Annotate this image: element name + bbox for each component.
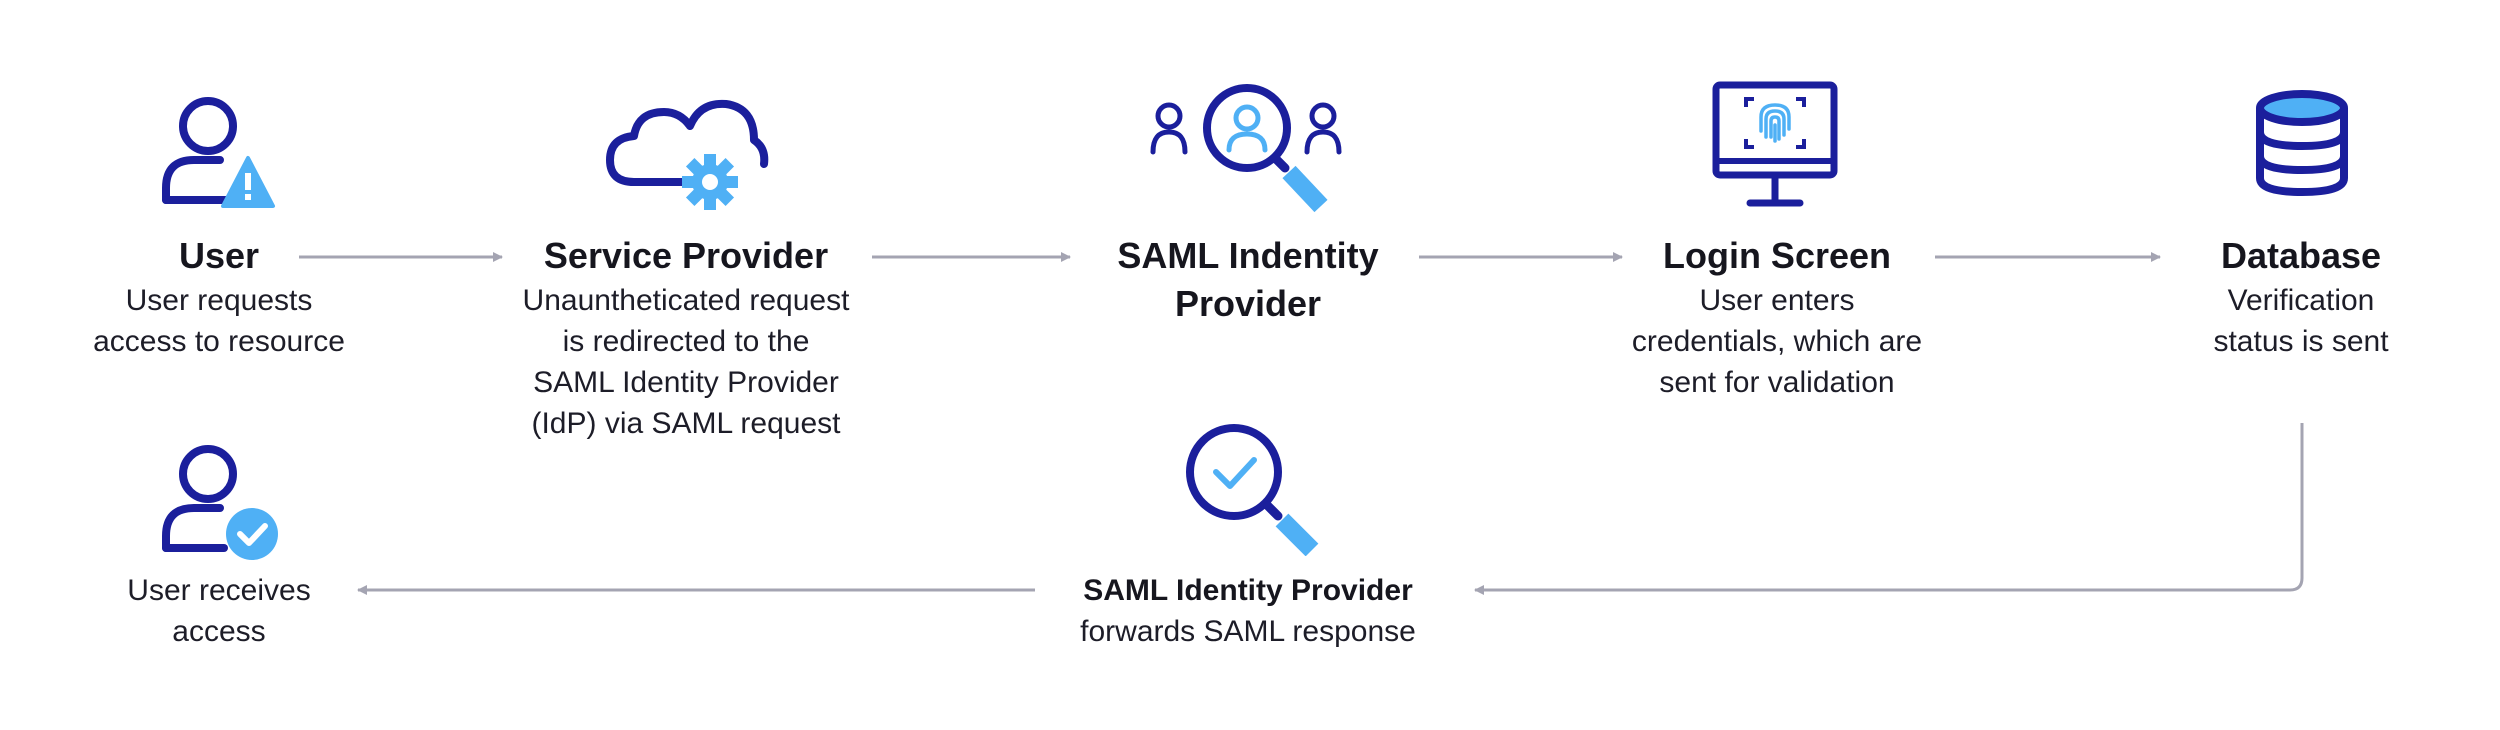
step-user-desc-line: User requests bbox=[125, 284, 313, 317]
step-database-desc-line: Verification bbox=[2227, 284, 2375, 317]
user-warning-icon bbox=[162, 97, 275, 208]
step-login-screen-desc-line: credentials, which are bbox=[1631, 325, 1923, 358]
arrow-database-to-idp-response bbox=[1474, 423, 2304, 595]
step-user-access: User receives access bbox=[127, 570, 310, 652]
step-service-provider: Service Provider Unauntheticated request… bbox=[523, 232, 850, 444]
users-magnifier-icon bbox=[1150, 84, 1342, 213]
step-user-desc-line: access to resource bbox=[93, 325, 345, 358]
step-user: User User requests access to resource bbox=[93, 232, 345, 362]
step-saml-idp-title-line: Provider bbox=[1174, 283, 1322, 324]
step-service-provider-desc-line: SAML Identity Provider bbox=[533, 366, 839, 399]
database-icon bbox=[2256, 90, 2348, 197]
cloud-gear-icon bbox=[606, 99, 769, 210]
step-login-screen: Login Screen User enters credentials, wh… bbox=[1632, 232, 1922, 403]
magnifier-check-icon bbox=[1186, 424, 1319, 556]
step-login-screen-desc-line: User enters bbox=[1699, 284, 1855, 317]
step-service-provider-desc-line: (IdP) via SAML request bbox=[531, 407, 841, 440]
step-user-title: User bbox=[178, 235, 260, 276]
step-database-desc-line: status is sent bbox=[2213, 325, 2389, 358]
step-database: Database Verification status is sent bbox=[2213, 232, 2388, 362]
step-idp-response-title: SAML Identity Provider bbox=[1083, 574, 1413, 607]
step-saml-identity-provider: SAML Indentity Provider bbox=[1117, 232, 1378, 328]
step-idp-response: SAML Identity Provider forwards SAML res… bbox=[1080, 570, 1416, 652]
user-check-icon bbox=[162, 445, 278, 560]
step-saml-idp-title-line: SAML Indentity bbox=[1117, 235, 1379, 276]
step-login-screen-title: Login Screen bbox=[1662, 235, 1892, 276]
step-idp-response-desc-line: forwards SAML response bbox=[1080, 615, 1416, 648]
step-user-access-desc-line: access bbox=[172, 615, 266, 648]
step-service-provider-desc-line: Unauntheticated request bbox=[522, 284, 850, 317]
step-user-access-desc-line: User receives bbox=[127, 574, 311, 607]
step-service-provider-title: Service Provider bbox=[543, 235, 829, 276]
monitor-fingerprint-icon bbox=[1712, 81, 1838, 207]
step-service-provider-desc-line: is redirected to the bbox=[562, 325, 810, 358]
step-login-screen-desc-line: sent for validation bbox=[1659, 366, 1895, 399]
step-database-title: Database bbox=[2220, 235, 2382, 276]
